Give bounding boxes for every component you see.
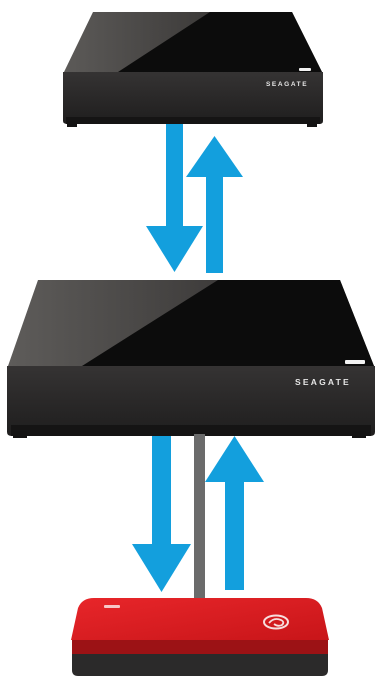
nas-brand-label: SEAGATE (266, 81, 308, 88)
arrow-up-lower (205, 436, 264, 590)
nas-foot-right (307, 121, 317, 127)
drive-base (72, 652, 328, 676)
usb-cable (194, 434, 205, 606)
nas-device-top: SEAGATE (63, 12, 323, 127)
sync-arrows-upper (146, 124, 243, 273)
nas-bottom-lip (66, 117, 320, 124)
arrow-down-lower (132, 436, 191, 592)
arrow-down-upper (146, 124, 203, 272)
drive-led (104, 605, 120, 608)
nas-foot-right (352, 431, 366, 438)
nas-brand-label: SEAGATE (295, 377, 351, 387)
nas-bottom-lip (11, 425, 371, 436)
nas-device-middle: SEAGATE (7, 280, 375, 438)
drive-side (72, 640, 328, 654)
arrow-up-upper (186, 136, 243, 273)
portable-drive (71, 598, 329, 676)
nas-status-led (345, 360, 365, 364)
nas-foot-left (13, 431, 27, 438)
drive-top (71, 598, 329, 640)
nas-front-face (63, 72, 323, 124)
nas-status-led (299, 68, 311, 71)
nas-foot-left (67, 121, 77, 127)
